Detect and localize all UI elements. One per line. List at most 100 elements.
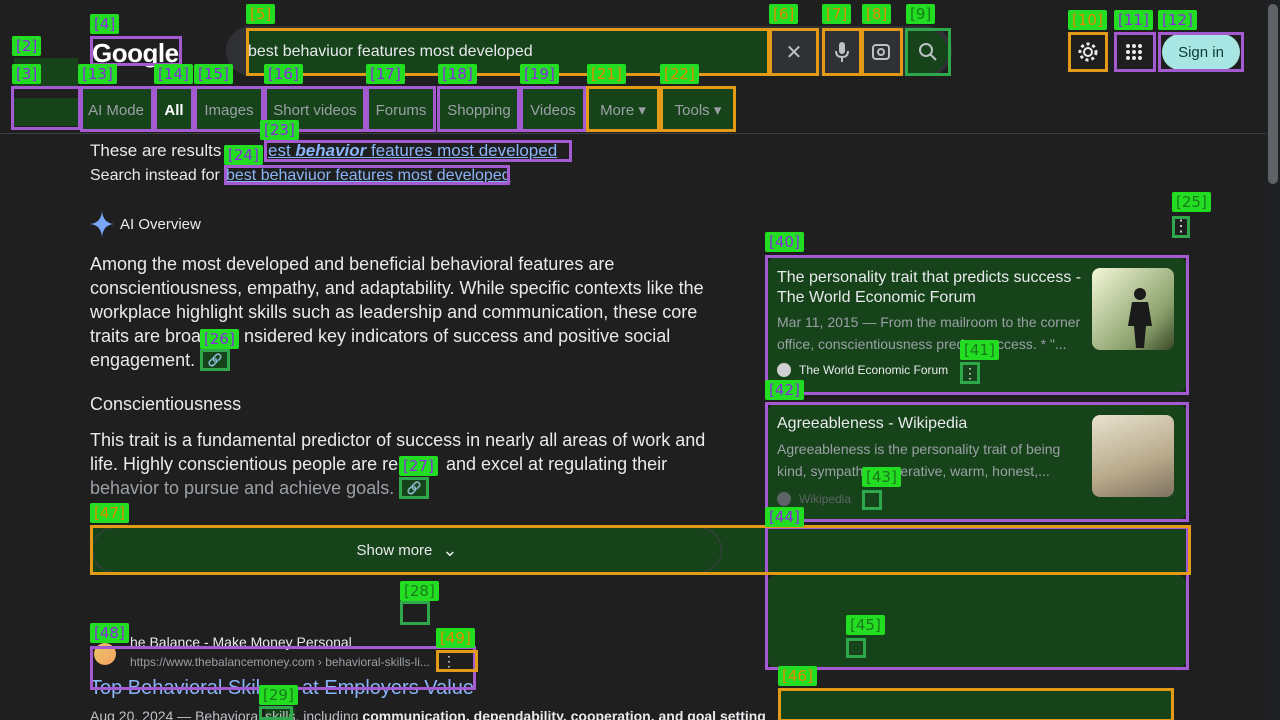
search-icon [919, 43, 937, 61]
tab-forums[interactable]: Forums [368, 88, 434, 132]
camera-lens-icon [872, 44, 890, 60]
mark-label-5: [5] [246, 4, 276, 24]
mark-label-43: [43] [862, 467, 901, 487]
mark-label-25: [25] [1172, 192, 1211, 212]
show-more-band [92, 527, 1189, 573]
search-instead-prefix: Search instead for [90, 167, 220, 184]
mark-label-49: [49] [436, 628, 475, 648]
site-favicon [94, 643, 116, 665]
original-query-link[interactable]: best behaviuor features most developed [226, 167, 511, 184]
card-row-placeholder[interactable] [780, 690, 1172, 720]
tab-shopping[interactable]: Shopping [440, 88, 518, 132]
link-icon: 🔗 [406, 481, 422, 495]
tab-videos[interactable]: Videos [522, 88, 584, 132]
card-snippet-line2b: ccess. * "... [997, 336, 1067, 352]
mark-label-14: [14] [154, 64, 193, 84]
mark-label-21: [21] [587, 64, 626, 84]
chevron-down-icon: ⌄ [442, 539, 458, 560]
mark-label-7: [7] [822, 4, 852, 24]
tools-button[interactable]: Tools ▾ [662, 88, 734, 132]
mark-label-15: [15] [194, 64, 233, 84]
card-snippet-line1: Agreeableness is the personality trait o… [777, 441, 1061, 457]
apps-grid-icon [1126, 44, 1142, 60]
mark-label-22: [22] [660, 64, 699, 84]
ai-para2-line3: behavior to pursue and achieve goals. [90, 478, 395, 498]
ai-para1-line2: conscientiousness, empathy, and adaptabi… [90, 278, 704, 298]
card-source-name: Wikipedia [799, 492, 852, 506]
result-title-b[interactable]: at Employers Value [302, 677, 474, 699]
ai-para1-line4a: traits are broa [90, 326, 202, 346]
ai-para1-line4b: nsidered key indicators of success and p… [244, 326, 671, 346]
card-snippet-line2: office, conscientiousness pred [777, 336, 965, 352]
link-icon: 🔗 [207, 353, 223, 367]
tab-label: Tools ▾ [674, 102, 722, 119]
card-source-name: The World Economic Forum [799, 363, 949, 377]
mark-label-26: [26] [200, 329, 239, 349]
scrollbar-thumb[interactable] [1268, 4, 1278, 184]
sparkle-icon [90, 211, 114, 237]
ai-para2-line2b: and excel at regulating their [446, 454, 668, 474]
mark-label-48: [48] [90, 623, 129, 643]
search-instead-text: Search instead for [90, 164, 220, 188]
snippet-mid: skills [265, 708, 296, 720]
card-source: Wikipedia [777, 492, 851, 506]
tab-label: Short videos [273, 101, 357, 119]
tab-all[interactable]: All [156, 88, 192, 132]
tab-more[interactable]: More ▾ [588, 88, 658, 132]
result-title-a[interactable]: Top Behavioral Skil [90, 677, 261, 699]
ai-para1-line3: workplace highlight skills such as leade… [90, 302, 698, 322]
card-title-line1: Agreeableness - Wikipedia [777, 415, 968, 432]
lens-search-button[interactable] [862, 30, 900, 74]
tab-label: Forums [375, 101, 427, 119]
search-submit-button[interactable] [908, 30, 948, 74]
mark-label-46: [46] [778, 666, 817, 686]
tab-images[interactable]: Images [196, 88, 262, 132]
source-link-button[interactable]: 🔗 [401, 478, 427, 498]
tab-label: Images [204, 101, 254, 119]
card-snippet-line2: kind, sympath [777, 463, 864, 479]
source-card-1[interactable]: The personality trait that predicts succ… [767, 257, 1187, 393]
card-snippet-line2b: ooperative, warm, honest,... [877, 463, 1050, 479]
card-more-options[interactable]: ⋮ [963, 364, 977, 381]
source-card-3[interactable] [767, 575, 1187, 668]
mark-label-13: [13] [78, 64, 117, 84]
source-link-button[interactable]: 🔗 [202, 350, 228, 370]
corrected-query-link[interactable]: est behavior features most developed [268, 139, 557, 163]
tab-label: AI Mode [88, 101, 144, 119]
card-title-line1: The personality trait that predicts succ… [777, 269, 1082, 286]
corrected-pre: est [268, 141, 296, 160]
snippet-bold: communication, dependability, cooperatio… [362, 708, 766, 720]
favicon-icon [777, 492, 791, 506]
tab-label: More ▾ [600, 102, 646, 119]
mark-label-6: [6] [769, 4, 799, 24]
settings-button[interactable] [1070, 34, 1106, 70]
card-more-options[interactable] [848, 639, 864, 655]
result-snippet: Aug 20, 2024 — Behavioral skills, includ… [90, 704, 766, 720]
tab-label: Videos [530, 101, 576, 119]
sign-in-button[interactable]: Sign in [1162, 34, 1240, 70]
corrected-bold: behavior [295, 141, 367, 160]
mark-label-12: [12] [1158, 10, 1197, 30]
close-icon: ✕ [785, 41, 803, 64]
show-more-button[interactable]: Show more ⌄ [92, 527, 722, 573]
mark-box-28 [400, 601, 430, 625]
result-more-options[interactable]: ⋮ [442, 652, 456, 669]
spelling-notice: These are results [90, 139, 221, 163]
snippet-pre: Aug 20, 2024 — Behavioral [90, 708, 266, 720]
result-url[interactable]: https://www.thebalancemoney.com › behavi… [130, 655, 430, 669]
silhouette-image [1128, 288, 1152, 348]
voice-search-button[interactable] [824, 30, 860, 74]
mark-label-9: [9] [906, 4, 936, 24]
apps-button[interactable] [1116, 34, 1152, 70]
show-more-label: Show more [356, 541, 433, 559]
card-source: The World Economic Forum [777, 363, 948, 377]
card-menu-button[interactable]: ⋮ [1173, 218, 1189, 235]
source-card-2[interactable]: Agreeableness - Wikipedia Agreeableness … [767, 404, 1187, 520]
clear-search-button[interactable]: ✕ [772, 30, 816, 74]
ai-para2-line1: This trait is a fundamental predictor of… [90, 430, 706, 450]
card-title-line2: The World Economic Forum [777, 289, 976, 306]
tab-ai-mode[interactable]: AI Mode [80, 88, 152, 132]
mic-icon [835, 42, 849, 62]
spelling-prefix: These are results [90, 141, 222, 160]
snippet-post: , including [295, 708, 363, 720]
